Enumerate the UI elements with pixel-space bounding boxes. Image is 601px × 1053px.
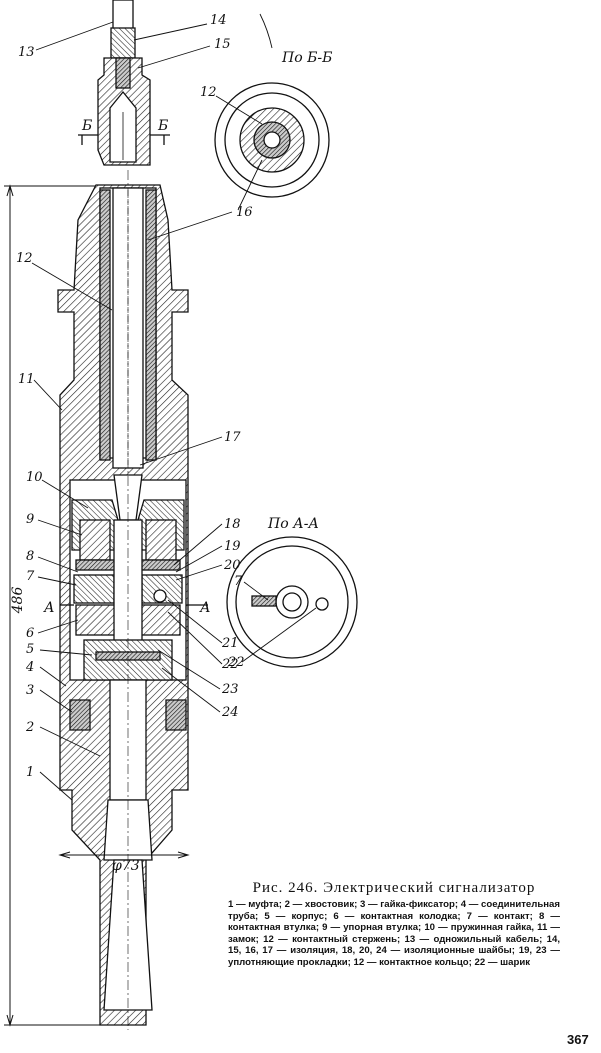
section-aa-view: [226, 536, 358, 668]
callout-4: 4: [25, 660, 34, 675]
callout-12: 12: [16, 251, 33, 266]
contact-sleeve-l: [73, 574, 115, 604]
callout-12-bb: 12: [200, 85, 217, 100]
length-dimension: [4, 184, 100, 1027]
callout-8: 8: [26, 549, 34, 564]
callout-24: 24: [221, 705, 239, 720]
diameter-label: φ73: [112, 858, 140, 874]
caption-text: 1 — муфта; 2 — хвостовик; 3 — гайка-фикс…: [228, 899, 560, 968]
thrust-sleeve-r: [145, 519, 177, 561]
section-bb-title: По Б-Б: [281, 50, 332, 66]
cut-b-left: Б: [81, 118, 92, 134]
figure-caption: Рис. 246. Электрический сигнализатор 1 —…: [228, 880, 560, 969]
callout-22: 22: [221, 657, 239, 672]
section-aa-title: По А-А: [267, 516, 319, 532]
callout-3: 3: [26, 683, 34, 698]
page-number: 367: [567, 1032, 589, 1047]
section-bb-view: [214, 82, 330, 198]
callout-10: 10: [26, 470, 43, 485]
callout-21: 21: [221, 636, 239, 651]
callout-16: 16: [236, 205, 253, 220]
cut-b-right: Б: [157, 118, 168, 134]
callout-labels: 13 14 15 12 16 12 11 17 10 9 18 19 20 8 …: [16, 13, 253, 780]
callout-18: 18: [224, 517, 241, 532]
cut-a-right: А: [199, 600, 211, 616]
main-section: [57, 0, 208, 1030]
tail-bore: [103, 799, 153, 861]
callout-22-aa: 22: [227, 655, 245, 670]
callout-5: 5: [26, 642, 34, 657]
contact-rod-sleeve-left: [99, 189, 111, 461]
callout-2: 2: [25, 720, 34, 735]
diameter-dimension: [58, 851, 190, 859]
callout-14: 14: [210, 13, 227, 28]
callout-7: 7: [26, 569, 35, 584]
callout-20: 20: [223, 558, 241, 573]
callout-leaders: [31, 13, 317, 801]
cable-head: [110, 27, 136, 59]
callout-15: 15: [214, 37, 231, 52]
lock-nut-l: [69, 699, 91, 731]
callout-17: 17: [224, 430, 241, 445]
cut-a-left: А: [43, 600, 55, 616]
callout-11: 11: [18, 372, 35, 387]
lock-nut-r: [165, 699, 187, 731]
contact-rod-sleeve-right: [145, 189, 157, 461]
callout-23: 23: [221, 682, 239, 697]
callout-6: 6: [26, 626, 34, 641]
top-bore: [115, 57, 131, 89]
cable: [112, 0, 134, 31]
callout-1: 1: [26, 765, 34, 780]
caption-title: Рис. 246. Электрический сигнализатор: [252, 880, 536, 896]
callout-13: 13: [18, 45, 35, 60]
thrust-sleeve-l: [79, 519, 111, 561]
ball: [153, 589, 167, 603]
callout-19: 19: [224, 539, 241, 554]
callout-9: 9: [26, 512, 34, 527]
callout-7-aa: 7: [234, 574, 243, 589]
length-dimension-label: 486: [10, 587, 26, 615]
